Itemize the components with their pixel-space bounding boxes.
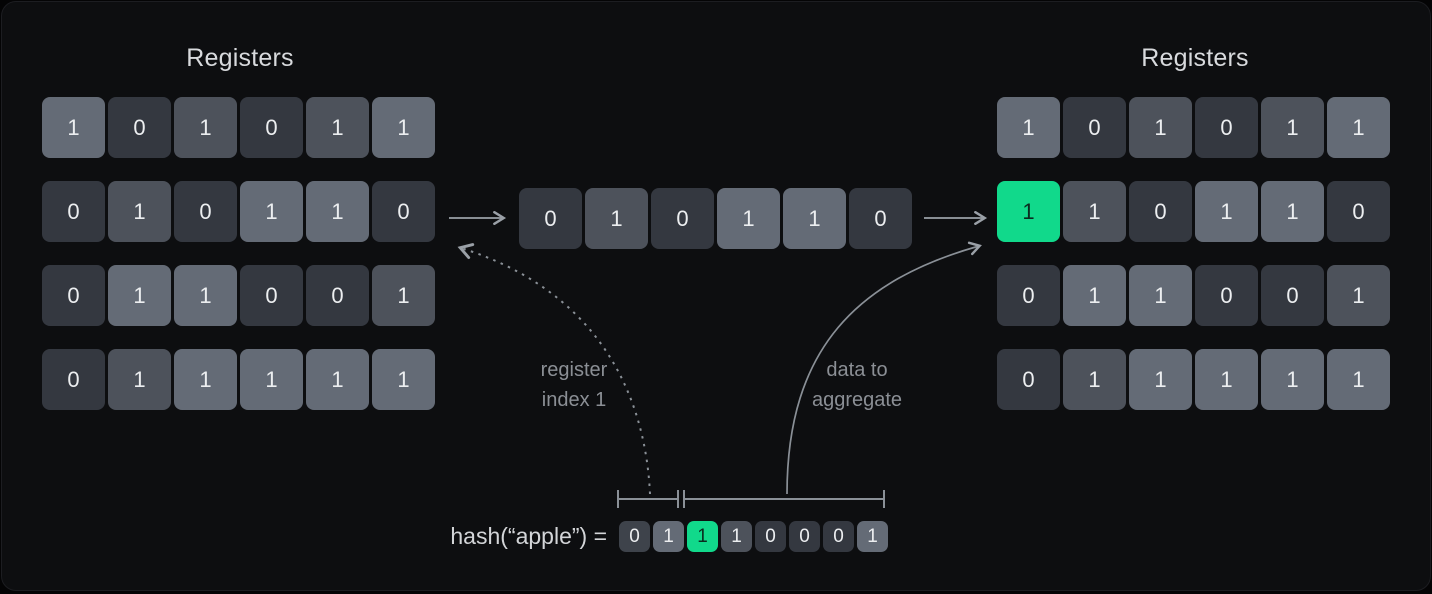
left-register-cell: 0 xyxy=(42,349,105,410)
hash-bit-cell: 0 xyxy=(755,521,786,552)
left-register-cell: 1 xyxy=(108,349,171,410)
left-register-cell: 1 xyxy=(240,181,303,242)
right-register-cell: 1 xyxy=(997,97,1060,158)
right-register-cell: 1 xyxy=(1129,97,1192,158)
middle-register-cell: 1 xyxy=(717,188,780,249)
left-register-cell: 1 xyxy=(372,265,435,326)
left-register-cell: 0 xyxy=(372,181,435,242)
right-register-cell: 1 xyxy=(1063,349,1126,410)
right-register-cell: 1 xyxy=(1261,97,1324,158)
hash-bit-cell: 1 xyxy=(857,521,888,552)
right-register-cell: 0 xyxy=(1195,265,1258,326)
right-register-cell: 1 xyxy=(1195,181,1258,242)
left-register-cell: 0 xyxy=(174,181,237,242)
middle-register-cell: 1 xyxy=(585,188,648,249)
left-register-cell: 1 xyxy=(108,181,171,242)
right-register-cell: 0 xyxy=(1195,97,1258,158)
right-register-cell: 1 xyxy=(1327,349,1390,410)
left-register-cell: 0 xyxy=(306,265,369,326)
left-register-cell: 0 xyxy=(42,265,105,326)
left-register-cell: 1 xyxy=(372,97,435,158)
left-register-cell: 1 xyxy=(240,349,303,410)
hash-bit-cell: 1 xyxy=(687,521,718,552)
register-index-label-line1: register xyxy=(540,359,608,381)
left-register-cell: 1 xyxy=(306,181,369,242)
hash-expression: hash(“apple”) = xyxy=(450,523,607,549)
left-register-cell: 1 xyxy=(108,265,171,326)
left-register-cell: 0 xyxy=(42,181,105,242)
left-register-cell: 1 xyxy=(306,97,369,158)
right-register-cell: 1 xyxy=(997,181,1060,242)
left-register-cell: 0 xyxy=(240,97,303,158)
data-to-aggregate-label: data to aggregate xyxy=(767,355,947,415)
right-register-cell: 1 xyxy=(1063,181,1126,242)
data-to-aggregate-label-line1: data to xyxy=(826,359,888,381)
left-register-cell: 1 xyxy=(372,349,435,410)
right-register-cell: 0 xyxy=(1129,181,1192,242)
register-index-label-line2: index 1 xyxy=(541,389,607,411)
right-register-cell: 0 xyxy=(997,265,1060,326)
hash-bit-brackets-icon xyxy=(617,490,885,508)
left-register-cell: 1 xyxy=(174,265,237,326)
right-register-cell: 1 xyxy=(1129,349,1192,410)
left-registers-title: Registers xyxy=(186,44,294,72)
right-registers-title: Registers xyxy=(1141,44,1249,72)
middle-register-cell: 0 xyxy=(651,188,714,249)
right-register-cell: 0 xyxy=(997,349,1060,410)
data-to-aggregate-label-line2: aggregate xyxy=(811,389,903,411)
left-register-cell: 1 xyxy=(42,97,105,158)
hash-bit-cell: 0 xyxy=(823,521,854,552)
left-register-cell: 1 xyxy=(306,349,369,410)
right-register-cell: 0 xyxy=(1261,265,1324,326)
middle-register-cell: 0 xyxy=(849,188,912,249)
right-register-cell: 1 xyxy=(1327,265,1390,326)
right-register-cell: 1 xyxy=(1327,97,1390,158)
right-register-cell: 1 xyxy=(1063,265,1126,326)
left-register-cell: 1 xyxy=(174,97,237,158)
hash-bit-cell: 0 xyxy=(789,521,820,552)
right-register-cell: 1 xyxy=(1195,349,1258,410)
register-index-label: register index 1 xyxy=(484,355,664,415)
right-register-cell: 1 xyxy=(1129,265,1192,326)
right-register-cell: 1 xyxy=(1261,181,1324,242)
right-register-cell: 0 xyxy=(1063,97,1126,158)
middle-register-cell: 1 xyxy=(783,188,846,249)
hash-bit-cell: 1 xyxy=(721,521,752,552)
right-register-cell: 0 xyxy=(1327,181,1390,242)
left-register-cell: 1 xyxy=(174,349,237,410)
right-register-cell: 1 xyxy=(1261,349,1324,410)
left-register-cell: 0 xyxy=(108,97,171,158)
hash-bit-cell: 1 xyxy=(653,521,684,552)
left-register-cell: 0 xyxy=(240,265,303,326)
hash-bit-cell: 0 xyxy=(619,521,650,552)
middle-register-cell: 0 xyxy=(519,188,582,249)
